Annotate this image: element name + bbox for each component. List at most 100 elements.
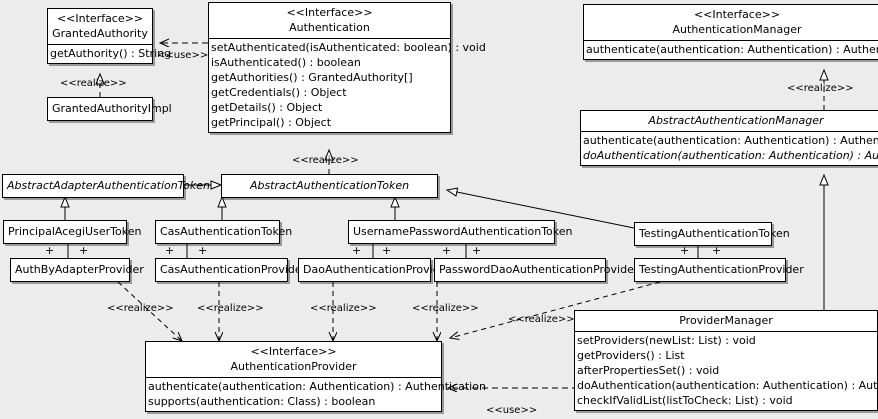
divider (146, 377, 441, 378)
class-granted-authority-impl[interactable]: GrantedAuthorityImpl (47, 97, 172, 121)
class-auth-by-adapter-provider[interactable]: AuthByAdapterProvider (10, 258, 144, 282)
class-header: <<Interface>> AuthenticationProvider (146, 342, 441, 377)
operations-compartment: setAuthenticated(isAuthenticated: boolea… (209, 39, 486, 132)
class-name: GrantedAuthority (52, 27, 148, 40)
class-password-dao-authentication-provider[interactable]: PasswordDaoAuthenticationProvider (434, 258, 639, 282)
class-header: PrincipalAcegiUserToken (4, 221, 141, 243)
stereotype-realize-cas-provider: <<realize>> (197, 303, 264, 314)
class-testing-authentication-provider[interactable]: TestingAuthenticationProvider (634, 258, 804, 282)
operation: checkIfValidList(listToCheck: List) : vo… (577, 394, 793, 407)
operation: authenticate(authentication: Authenticat… (148, 380, 486, 393)
class-cas-authentication-token[interactable]: CasAuthenticationToken (155, 220, 293, 244)
multiplicity-plus: + (79, 244, 89, 257)
stereotype-realize-dao-provider: <<realize>> (310, 303, 377, 314)
class-name: CasAuthenticationProvider (160, 263, 307, 276)
multiplicity-plus: + (165, 244, 175, 257)
class-provider-manager[interactable]: ProviderManager setProviders(newList: Li… (574, 310, 878, 411)
class-header: GrantedAuthorityImpl (48, 98, 172, 120)
class-authentication-manager[interactable]: <<Interface>> AuthenticationManager auth… (583, 4, 878, 60)
stereotype-realize-testing-provider: <<realize>> (508, 314, 575, 325)
class-username-password-authentication-token[interactable]: UsernamePasswordAuthenticationToken (348, 220, 573, 244)
operation: getCredentials() : Object (211, 86, 347, 99)
multiplicity-plus: + (382, 244, 392, 257)
class-name: ProviderManager (679, 314, 773, 327)
class-principal-acegi-user-token[interactable]: PrincipalAcegiUserToken (3, 220, 141, 244)
stereotype-realize-auth-by-adapter-provider: <<realize>> (107, 303, 174, 314)
class-header: ProviderManager (575, 311, 877, 331)
divider (209, 38, 450, 39)
class-name: PasswordDaoAuthenticationProvider (439, 263, 639, 276)
operation: getDetails() : Object (211, 101, 323, 114)
stereotype-label: <<Interface>> (693, 8, 781, 21)
class-name: TestingAuthenticationToken (639, 227, 790, 240)
operation: getAuthority() : String (50, 47, 172, 60)
stereotype-label: <<Interface>> (250, 345, 337, 358)
class-dao-authentication-provider[interactable]: DaoAuthenticationProvider (298, 258, 451, 282)
multiplicity-plus: + (352, 244, 362, 257)
class-abstract-authentication-token[interactable]: AbstractAuthenticationToken (221, 174, 438, 198)
operation: setAuthenticated(isAuthenticated: boolea… (211, 41, 486, 54)
class-testing-authentication-token[interactable]: TestingAuthenticationToken (634, 222, 790, 246)
multiplicity-plus: + (442, 244, 452, 257)
class-authentication[interactable]: <<Interface>> Authentication setAuthenti… (208, 2, 486, 133)
class-name: GrantedAuthorityImpl (52, 102, 172, 115)
stereotype-realize-abstract-authentication-token: <<realize>> (292, 155, 359, 166)
divider (584, 40, 878, 41)
stereotype-use-authentication-granted-authority: <<use>> (157, 50, 209, 61)
divider (581, 131, 878, 132)
class-abstract-authentication-manager[interactable]: AbstractAuthenticationManager authentica… (580, 110, 878, 166)
class-header: PasswordDaoAuthenticationProvider (435, 259, 639, 281)
operations-compartment: setProviders(newList: List) : void getPr… (575, 332, 878, 410)
stereotype-use-provider-manager: <<use>> (486, 405, 538, 416)
class-abstract-adapter-authentication-token[interactable]: AbstractAdapterAuthenticationToken (2, 174, 210, 198)
operations-compartment: authenticate(authentication: Authenticat… (581, 132, 878, 165)
class-name: AuthByAdapterProvider (15, 263, 144, 276)
stereotype-label: <<Interface>> (56, 12, 144, 25)
divider (575, 331, 877, 332)
operation: authenticate(authentication: Authenticat… (586, 43, 878, 56)
operation: isAuthenticated() : boolean (211, 56, 361, 69)
class-authentication-provider[interactable]: <<Interface>> AuthenticationProvider aut… (145, 341, 486, 412)
operations-compartment: authenticate(authentication: Authenticat… (146, 378, 486, 411)
class-name: TestingAuthenticationProvider (639, 263, 804, 276)
operation: getProviders() : List (577, 349, 685, 362)
multiplicity-plus: + (198, 244, 208, 257)
class-granted-authority[interactable]: <<Interface>> GrantedAuthority getAuthor… (47, 8, 172, 64)
class-name: UsernamePasswordAuthenticationToken (353, 225, 573, 238)
operation: doAuthentication(authentication: Authent… (583, 149, 878, 162)
class-name: DaoAuthenticationProvider (303, 263, 451, 276)
class-name: AbstractAuthenticationToken (249, 179, 410, 192)
class-cas-authentication-provider[interactable]: CasAuthenticationProvider (155, 258, 307, 282)
class-header: DaoAuthenticationProvider (299, 259, 451, 281)
class-header: AbstractAuthenticationManager (581, 111, 878, 131)
stereotype-realize-granted-authority-impl: <<realize>> (60, 78, 127, 89)
class-header: AbstractAuthenticationToken (222, 175, 437, 197)
class-header: TestingAuthenticationToken (635, 223, 790, 245)
class-header: <<Interface>> Authentication (209, 3, 450, 38)
class-header: AbstractAdapterAuthenticationToken (3, 175, 210, 197)
operations-compartment: authenticate(authentication: Authenticat… (584, 41, 878, 59)
class-header: <<Interface>> AuthenticationManager (584, 5, 878, 40)
divider (48, 44, 152, 45)
operation: setProviders(newList: List) : void (577, 334, 756, 347)
stereotype-realize-password-dao-provider: <<realize>> (412, 303, 479, 314)
class-header: CasAuthenticationProvider (156, 259, 307, 281)
stereotype-label: <<Interface>> (286, 6, 373, 19)
multiplicity-plus: + (712, 244, 722, 257)
class-header: UsernamePasswordAuthenticationToken (349, 221, 573, 243)
operation: afterPropertiesSet() : void (577, 364, 720, 377)
operation: doAuthentication(authentication: Authent… (577, 379, 878, 392)
operation: getPrincipal() : Object (211, 116, 332, 129)
operation: supports(authentication: Class) : boolea… (148, 395, 376, 408)
class-name: AuthenticationManager (672, 23, 802, 36)
class-name: CasAuthenticationToken (160, 225, 293, 238)
class-name: AbstractAdapterAuthenticationToken (7, 179, 210, 192)
operation: getAuthorities() : GrantedAuthority[] (211, 71, 413, 84)
operations-compartment: getAuthority() : String (48, 45, 172, 63)
class-name: AuthenticationProvider (230, 360, 357, 373)
operation: authenticate(authentication: Authenticat… (583, 134, 878, 147)
class-header: <<Interface>> GrantedAuthority (48, 9, 152, 44)
class-header: TestingAuthenticationProvider (635, 259, 804, 281)
multiplicity-plus: + (680, 244, 690, 257)
